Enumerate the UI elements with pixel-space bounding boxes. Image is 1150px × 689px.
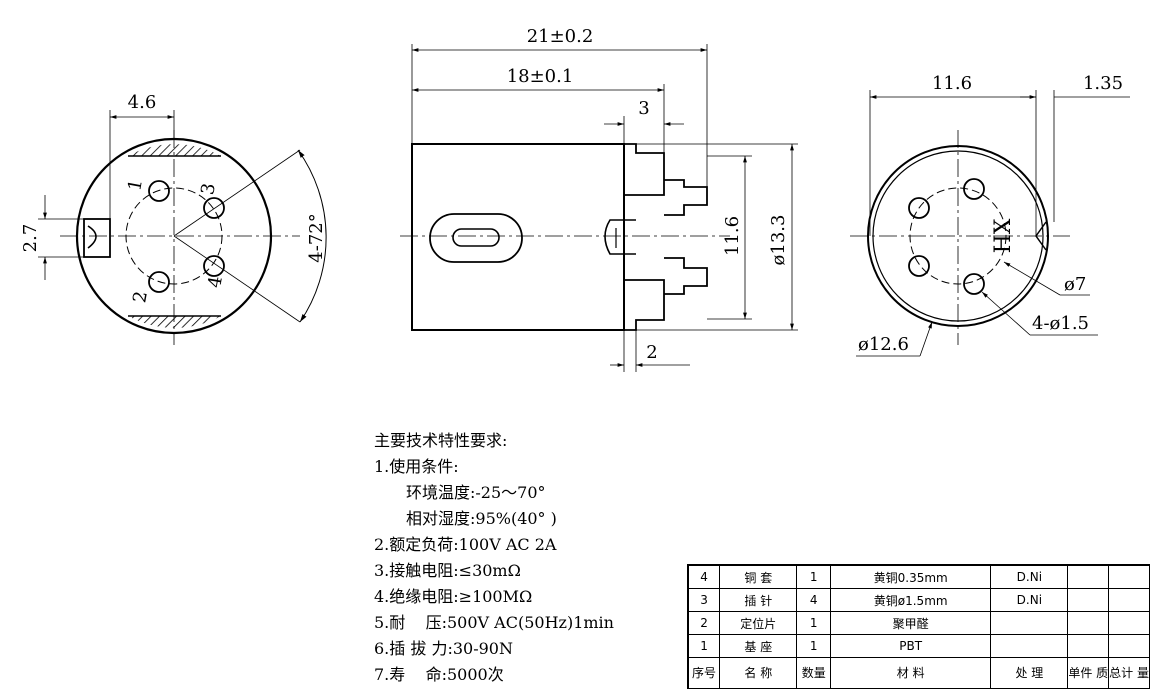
latch bbox=[604, 219, 636, 255]
right-mark: HX bbox=[991, 218, 1016, 253]
mid-dim-13-3: ø13.3 bbox=[768, 215, 789, 266]
hatch-bottom bbox=[128, 316, 221, 328]
bom-qty: 4 bbox=[796, 588, 831, 612]
hole-ul bbox=[908, 197, 930, 219]
right-dim-holes: 4-ø1.5 bbox=[1032, 313, 1089, 334]
bom-total-weight bbox=[1108, 634, 1150, 658]
left-view bbox=[38, 110, 327, 345]
bom-unit-weight bbox=[1067, 634, 1110, 658]
bom-material: 聚甲醛 bbox=[829, 611, 992, 635]
flange bbox=[623, 143, 665, 331]
bom-treatment: D.Ni bbox=[990, 588, 1069, 612]
hole-ur bbox=[963, 178, 985, 200]
terminal-bottom bbox=[664, 257, 708, 295]
bom-header-treatment: 处 理 bbox=[990, 657, 1069, 689]
hatch-top bbox=[128, 144, 221, 156]
bom-unit-weight bbox=[1067, 564, 1110, 589]
bom-treatment: D.Ni bbox=[990, 564, 1069, 589]
bom-qty: 1 bbox=[796, 564, 831, 589]
req-item-1b: 相对湿度:95%(40° ) bbox=[406, 509, 557, 528]
req-item-5: 5.耐 压:500V AC(50Hz)1min bbox=[374, 613, 614, 632]
pin-label-1: 1 bbox=[124, 178, 147, 193]
right-dim-d7: ø7 bbox=[1064, 274, 1086, 295]
oval-window-inner bbox=[452, 228, 500, 247]
bom-row: 2 定位片 1 聚甲醛 bbox=[687, 611, 1150, 635]
bom-material: PBT bbox=[829, 634, 992, 658]
req-item-1: 1.使用条件: bbox=[374, 457, 459, 476]
oval-window-outer bbox=[429, 213, 523, 263]
pin-label-2: 2 bbox=[129, 290, 152, 305]
hole-ll bbox=[908, 255, 930, 277]
req-item-6: 6.插 拔 力:30-90N bbox=[374, 639, 513, 658]
key-slot bbox=[83, 218, 111, 258]
mid-dim-11-6: 11.6 bbox=[722, 216, 743, 256]
terminal-top bbox=[664, 179, 708, 216]
mid-dim-body: 18±0.1 bbox=[507, 66, 574, 87]
bom-no: 1 bbox=[687, 634, 721, 658]
middle-view bbox=[400, 44, 798, 372]
bom-name: 插 针 bbox=[719, 588, 798, 612]
bom-material: 黄铜0.35mm bbox=[829, 564, 992, 589]
bom-header-qty: 数量 bbox=[796, 657, 831, 689]
bom-header-material: 材 料 bbox=[829, 657, 992, 689]
left-dim-angle: 4-72° bbox=[306, 213, 327, 262]
bom-header-no: 序号 bbox=[687, 657, 721, 689]
bom-treatment bbox=[990, 611, 1069, 635]
right-dim-1-35: 1.35 bbox=[1083, 73, 1123, 94]
bom-no: 4 bbox=[687, 564, 721, 589]
bom-qty: 1 bbox=[796, 611, 831, 635]
bom-row: 1 基 座 1 PBT bbox=[687, 634, 1150, 658]
mid-dim-2: 2 bbox=[646, 342, 657, 363]
bom-material: 黄铜ø1.5mm bbox=[829, 588, 992, 612]
bom-total-weight bbox=[1108, 611, 1150, 635]
bom-row: 4 铜 套 1 黄铜0.35mm D.Ni bbox=[687, 564, 1150, 589]
left-dim-height: 2.7 bbox=[20, 224, 41, 253]
requirements-block: 主要技术特性要求: 1.使用条件: 环境温度:-25～70° 相对湿度:95%(… bbox=[374, 428, 614, 688]
hole-lr bbox=[963, 273, 985, 295]
bom-qty: 1 bbox=[796, 634, 831, 658]
bom-no: 3 bbox=[687, 588, 721, 612]
bom-treatment bbox=[990, 634, 1069, 658]
bom-name: 基 座 bbox=[719, 634, 798, 658]
bom-header-name: 名 称 bbox=[719, 657, 798, 689]
right-dim-d12-6: ø12.6 bbox=[858, 334, 909, 355]
bom-header-unit-weight: 单件 质 bbox=[1067, 657, 1110, 689]
mid-dim-3: 3 bbox=[638, 98, 649, 119]
bom-unit-weight bbox=[1067, 588, 1110, 612]
right-view bbox=[850, 90, 1130, 357]
pin-1 bbox=[148, 180, 170, 202]
req-item-7: 7.寿 命:5000次 bbox=[374, 665, 504, 684]
bom-total-weight bbox=[1108, 588, 1150, 612]
bom-header-total-weight: 总计 量 bbox=[1108, 657, 1150, 689]
bom-name: 铜 套 bbox=[719, 564, 798, 589]
req-item-1a: 环境温度:-25～70° bbox=[406, 483, 546, 502]
req-item-2: 2.额定负荷:100V AC 2A bbox=[374, 535, 557, 554]
bom-table: 4 铜 套 1 黄铜0.35mm D.Ni 3 插 针 4 黄铜ø1.5mm D… bbox=[687, 564, 1150, 689]
pin-3 bbox=[203, 197, 225, 219]
req-item-3: 3.接触电阻:≤30mΩ bbox=[374, 561, 521, 580]
mid-dim-overall: 21±0.2 bbox=[527, 26, 594, 47]
bom-header-row: 序号 名 称 数量 材 料 处 理 单件 质 总计 量 bbox=[687, 657, 1150, 689]
bom-row: 3 插 针 4 黄铜ø1.5mm D.Ni bbox=[687, 588, 1150, 612]
bom-no: 2 bbox=[687, 611, 721, 635]
bom-name: 定位片 bbox=[719, 611, 798, 635]
bom-total-weight bbox=[1108, 564, 1150, 589]
main-body bbox=[411, 143, 625, 331]
bom-unit-weight bbox=[1067, 611, 1110, 635]
right-dim-11-6: 11.6 bbox=[932, 73, 972, 94]
pin-4 bbox=[203, 255, 225, 277]
left-dim-width: 4.6 bbox=[128, 92, 157, 113]
pin-label-3: 3 bbox=[197, 182, 220, 197]
req-title: 主要技术特性要求: bbox=[374, 431, 508, 450]
pin-label-4: 4 bbox=[204, 275, 227, 290]
pin-2 bbox=[148, 271, 170, 293]
req-item-4: 4.绝缘电阻:≥100MΩ bbox=[374, 587, 533, 606]
